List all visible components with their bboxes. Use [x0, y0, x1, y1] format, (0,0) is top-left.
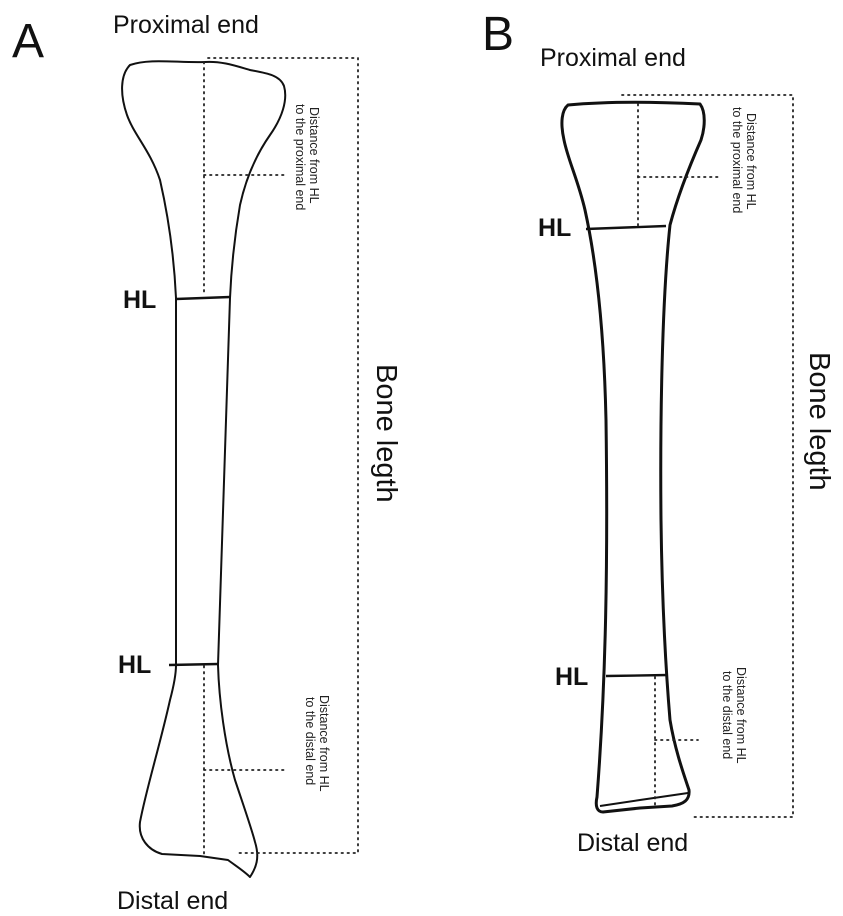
panel-a: A Proximal end Distal end HL HL Bone leg…: [12, 11, 402, 915]
panel-b-bone-outline: [562, 102, 704, 812]
panel-b-length-label: Bone legth: [803, 352, 835, 491]
panel-b-proximal-distance-line1: Distance from HL: [744, 113, 758, 210]
panel-b-distal-label: Distal end: [577, 829, 688, 857]
panel-b-proximal-label: Proximal end: [540, 44, 686, 72]
panel-a-proximal-distance-line2: to the proximal end: [293, 104, 307, 210]
panel-a-distal-distance-line2: to the distal end: [303, 697, 317, 785]
panel-b-proximal-distance-line2: to the proximal end: [730, 107, 744, 213]
panel-a-hl-line-bottom: [169, 664, 218, 665]
panel-a-proximal-label: Proximal end: [113, 11, 259, 39]
panel-a-length-label: Bone legth: [370, 364, 402, 503]
panel-b: B Proximal end Distal end HL HL Bone leg…: [482, 8, 835, 857]
panel-b-distal-distance-line1: Distance from HL: [734, 667, 748, 764]
panel-b-distal-distance-line2: to the distal end: [720, 671, 734, 759]
panel-a-hl-top-label: HL: [123, 286, 156, 314]
panel-a-letter: A: [12, 15, 44, 68]
panel-b-hl-bottom-label: HL: [555, 663, 588, 691]
panel-b-letter: B: [482, 8, 514, 61]
panel-b-hl-top-label: HL: [538, 214, 571, 242]
panel-a-hl-bottom-label: HL: [118, 651, 151, 679]
panel-a-distal-distance-line1: Distance from HL: [317, 695, 331, 792]
panel-a-proximal-distance-line1: Distance from HL: [307, 107, 321, 204]
panel-a-distal-label: Distal end: [117, 887, 228, 915]
panel-b-hl-line-bottom: [606, 675, 668, 676]
